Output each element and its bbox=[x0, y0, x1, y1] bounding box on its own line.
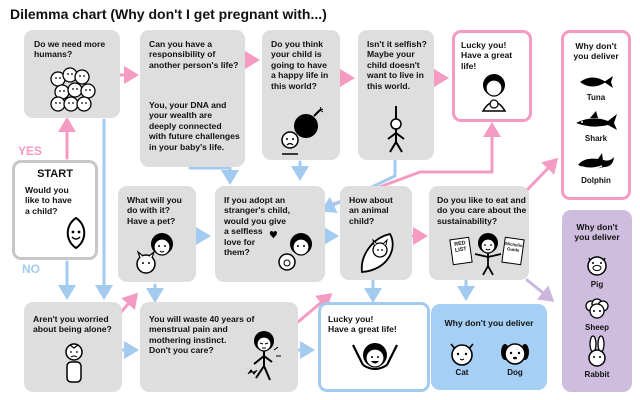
start-question: Would you like to have a child? bbox=[25, 185, 72, 216]
selfish-node: Isn't it selfish? Maybe your child doesn… bbox=[358, 30, 434, 160]
falling-bomb-icon bbox=[281, 106, 324, 155]
dog-icon bbox=[501, 343, 529, 365]
more-humans-question: Do we need more humans? bbox=[34, 39, 106, 60]
deliver-pets-text: Why don't you deliver bbox=[444, 318, 534, 328]
chart-title: Dilemma chart (Why don't I get pregnant … bbox=[10, 6, 327, 22]
alone-node: Aren't you worried about being alone? bbox=[24, 302, 122, 392]
rabbit-icon bbox=[588, 335, 606, 367]
shark-label: Shark bbox=[584, 134, 608, 143]
animal-child-question: How about an animal child? bbox=[349, 195, 393, 226]
responsibility-node: Can you have a responsibility of another… bbox=[140, 30, 245, 167]
start-node: START Would you like to have a child? bbox=[12, 160, 98, 260]
adopt-question: If you adopt an stranger's child, would … bbox=[224, 195, 291, 258]
lucky-top-node: Lucky you! Have a great life! bbox=[452, 30, 532, 122]
pig-icon bbox=[587, 256, 607, 276]
rabbit-label: Rabbit bbox=[584, 370, 610, 379]
happy-life-question: Do you think your child is going to have… bbox=[271, 39, 329, 91]
arrow-menstrual-to-animal bbox=[296, 293, 333, 324]
responsibility-question: Can you have a responsibility of another… bbox=[149, 39, 239, 70]
deliver-sea-text: Why don't you deliver bbox=[573, 41, 619, 62]
lucky-bottom-text: Lucky you! Have a great life! bbox=[328, 314, 397, 335]
yes-label: YES bbox=[18, 144, 43, 158]
deliver-sea-node: Why don't you deliver Tuna Shark Dolphin bbox=[561, 30, 631, 200]
michelin-label: Michelin Guide bbox=[504, 240, 523, 253]
red-list-label: RED LIST bbox=[453, 240, 468, 254]
alone-question: Aren't you worried about being alone? bbox=[33, 314, 112, 335]
sheep-icon bbox=[585, 298, 609, 319]
menstrual-question: You will waste 40 years of menstrual pai… bbox=[149, 314, 255, 356]
animal-seed-icon bbox=[360, 232, 394, 273]
sustainability-node: Do you like to eat and do you care about… bbox=[429, 186, 529, 280]
pet-question: What will you do with it? Have a pet? bbox=[127, 195, 182, 226]
arrow-sustain-to-farm bbox=[525, 278, 555, 302]
deliver-farm-text: Why don't you deliver bbox=[574, 222, 620, 243]
reader-icon bbox=[474, 233, 502, 276]
shark-icon bbox=[576, 111, 617, 130]
lucky-top-text: Lucky you! Have a great life! bbox=[461, 40, 513, 71]
start-heading: START bbox=[37, 168, 73, 180]
cat-icon bbox=[450, 343, 474, 366]
pig-label: Pig bbox=[590, 280, 604, 289]
animal-child-node: How about an animal child? bbox=[340, 186, 412, 280]
cheering-person-icon bbox=[352, 343, 398, 370]
lonely-person-icon bbox=[65, 343, 83, 383]
sheep-label: Sheep bbox=[584, 323, 609, 332]
dolphin-label: Dolphin bbox=[581, 176, 611, 185]
deliver-pets-node: Why don't you deliver Cat Dog bbox=[431, 304, 547, 390]
menstrual-node: You will waste 40 years of menstrual pai… bbox=[140, 302, 298, 392]
pet-node: What will you do with it? Have a pet? bbox=[118, 186, 196, 282]
selfish-question: Isn't it selfish? Maybe your child doesn… bbox=[367, 39, 427, 91]
adopting-parent-icon bbox=[269, 231, 312, 271]
pain-figure-icon bbox=[247, 331, 281, 381]
tuna-icon bbox=[580, 76, 613, 88]
arrow-responsibility-to-adopt bbox=[188, 166, 239, 185]
seed-icon bbox=[66, 216, 86, 250]
cat-label: Cat bbox=[455, 368, 469, 377]
dog-label: Dog bbox=[507, 368, 523, 377]
sustainability-question: Do you like to eat and do you care about… bbox=[437, 195, 527, 226]
no-label: NO bbox=[22, 262, 40, 276]
lucky-bottom-node: Lucky you! Have a great life! bbox=[318, 302, 430, 392]
person-with-pet-icon bbox=[136, 233, 173, 274]
hanging-figure-icon bbox=[387, 106, 405, 153]
arrow-sustain-to-sea bbox=[525, 157, 559, 192]
happy-life-node: Do you think your child is going to have… bbox=[262, 30, 340, 160]
crowd-icon bbox=[50, 67, 96, 112]
responsibility-note: You, your DNA and your wealth are deeply… bbox=[149, 100, 240, 152]
mother-baby-icon bbox=[481, 74, 507, 112]
dolphin-icon bbox=[578, 153, 614, 170]
michelin-book: Michelin Guide bbox=[501, 236, 525, 266]
adopt-node: If you adopt an stranger's child, would … bbox=[215, 186, 325, 282]
red-list-book: RED LIST bbox=[449, 236, 473, 266]
more-humans-node: Do we need more humans? bbox=[24, 30, 120, 118]
tuna-label: Tuna bbox=[586, 93, 606, 102]
deliver-farm-node: Why don't you deliver Pig Sheep Rabbit bbox=[562, 210, 632, 392]
